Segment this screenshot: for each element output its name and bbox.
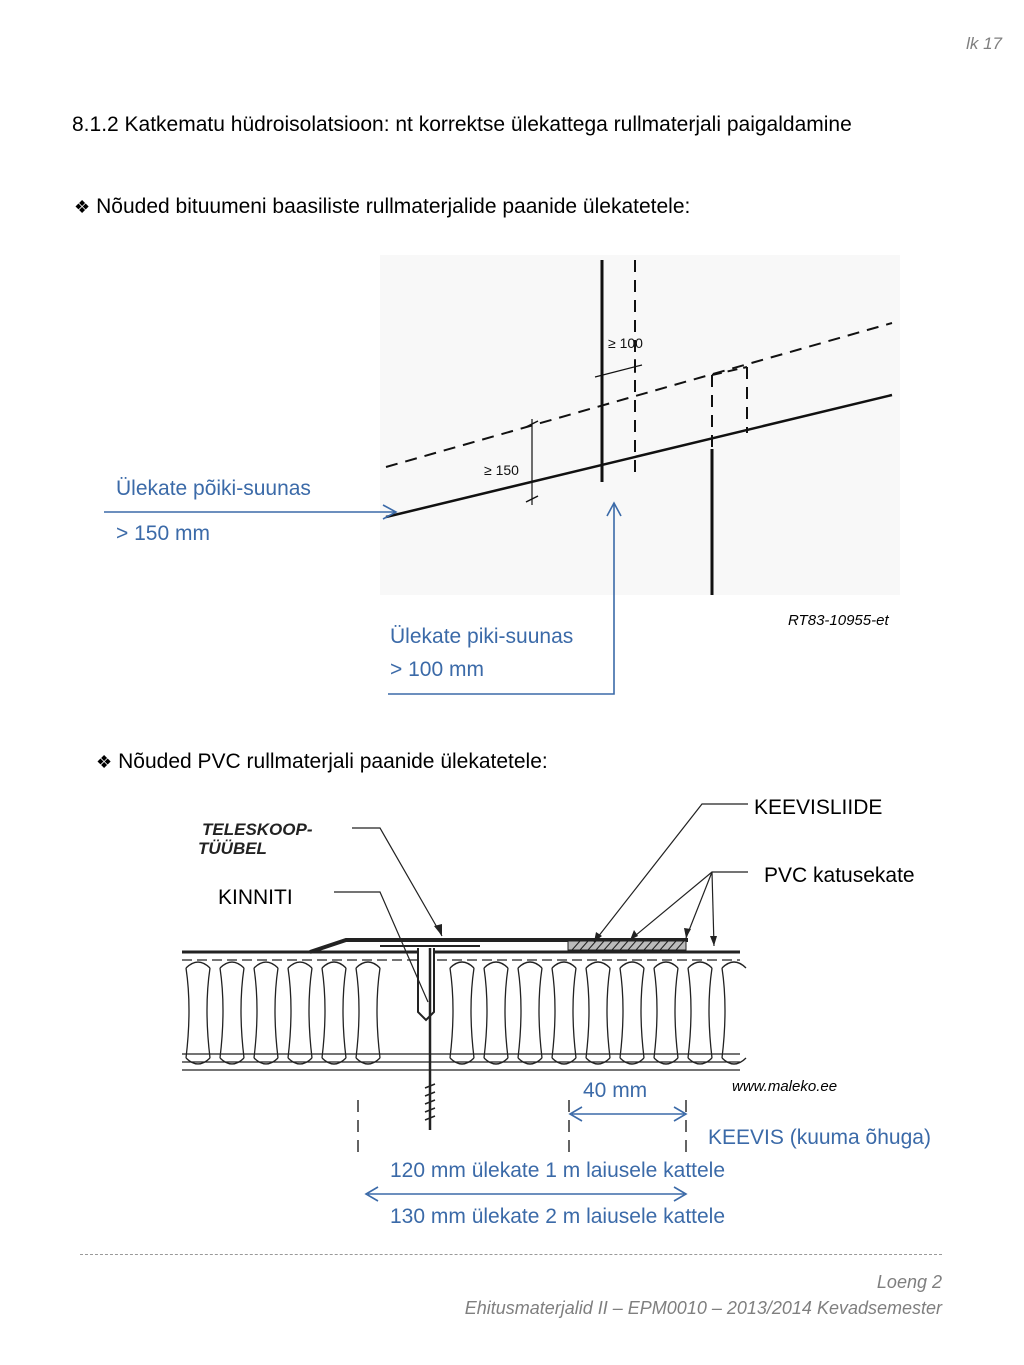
dimension-100-line [594,364,643,378]
overlap-2m-label: 130 mm ülekate 2 m laiusele kattele [390,1205,726,1228]
weld-hatch [571,940,685,951]
weld-width-arrowhead-right [673,1106,688,1122]
long-overlap-arrowhead [606,501,622,517]
cross-overlap-label: Ülekate põiki-suunas [116,477,311,500]
dimension-150-label: ≥ 150 [484,462,519,478]
bullet-icon: ❖ [96,752,113,772]
overlap-1m-label: 120 mm ülekate 1 m laiusele kattele [390,1159,726,1182]
pvc-source-credit: www.maleko.ee [732,1078,838,1095]
leader-arrowheads [434,924,717,946]
dimension-100-label: ≥ 100 [608,335,643,351]
bullet-icon: ❖ [74,197,91,217]
bitumen-overlap-diagram: ≥ 100 ≥ 150 [380,255,900,595]
cross-overlap-arrowhead [382,504,398,520]
pvc-heading-text: Nõuded PVC rullmaterjali paanide ülekate… [118,750,548,773]
pvc-membrane-upper [309,938,688,954]
teleskoop-label-line2: TÜÜBEL [198,839,267,858]
footer-divider [80,1254,942,1255]
footer-lecture: Loeng 2 [876,1272,942,1292]
overlap-width-arrowhead-right [673,1186,688,1202]
lower-sheet-edge [385,393,893,519]
pvc-roof-section-diagram: TELESKOOP- TÜÜBEL [182,803,748,1130]
keevisliide-label: KEEVISLIIDE [754,796,883,819]
keevis-label: KEEVIS (kuuma õhuga) [708,1126,931,1149]
footer-course: Ehitusmaterjalid II – EPM0010 – 2013/201… [464,1298,942,1318]
weld-seam-hatched [567,940,687,951]
kinniti-label: KINNITI [218,886,293,909]
insulation-cells [185,961,747,1065]
sheet-corner-dashed [711,366,748,376]
dimension-150-tick-top [525,420,539,428]
bitumen-heading-text: Nõuded bituumeni baasiliste rullmaterjal… [96,195,691,218]
screw-thread [424,1083,436,1121]
overlap-width-arrowhead-left [364,1186,379,1202]
bitumen-source-credit: RT83-10955-et [788,612,889,629]
cross-overlap-value: > 150 mm [116,522,210,545]
weld-width-arrowhead-left [568,1106,583,1122]
diagram-background [380,255,900,595]
long-overlap-value: > 100 mm [390,658,484,681]
bitumen-requirements-heading: ❖Nõuded bituumeni baasiliste rullmaterja… [74,195,690,219]
dimension-150-tick-bottom [525,495,539,503]
section-title: 8.1.2 Katkematu hüdroisolatsioon: nt kor… [72,113,852,136]
pvc-requirements-heading: ❖Nõuded PVC rullmaterjali paanide ülekat… [96,750,548,774]
pvc-katusekate-label: PVC katusekate [764,864,915,887]
long-overlap-label: Ülekate piki-suunas [390,625,574,648]
upper-sheet-edge-dashed [385,322,893,468]
weld-width-label: 40 mm [583,1079,648,1102]
long-overlap-arrow-line [388,503,615,695]
teleskoop-label-line1: TELESKOOP- [202,820,313,839]
leader-lines [334,803,748,1003]
page-number: lk 17 [966,34,1002,53]
